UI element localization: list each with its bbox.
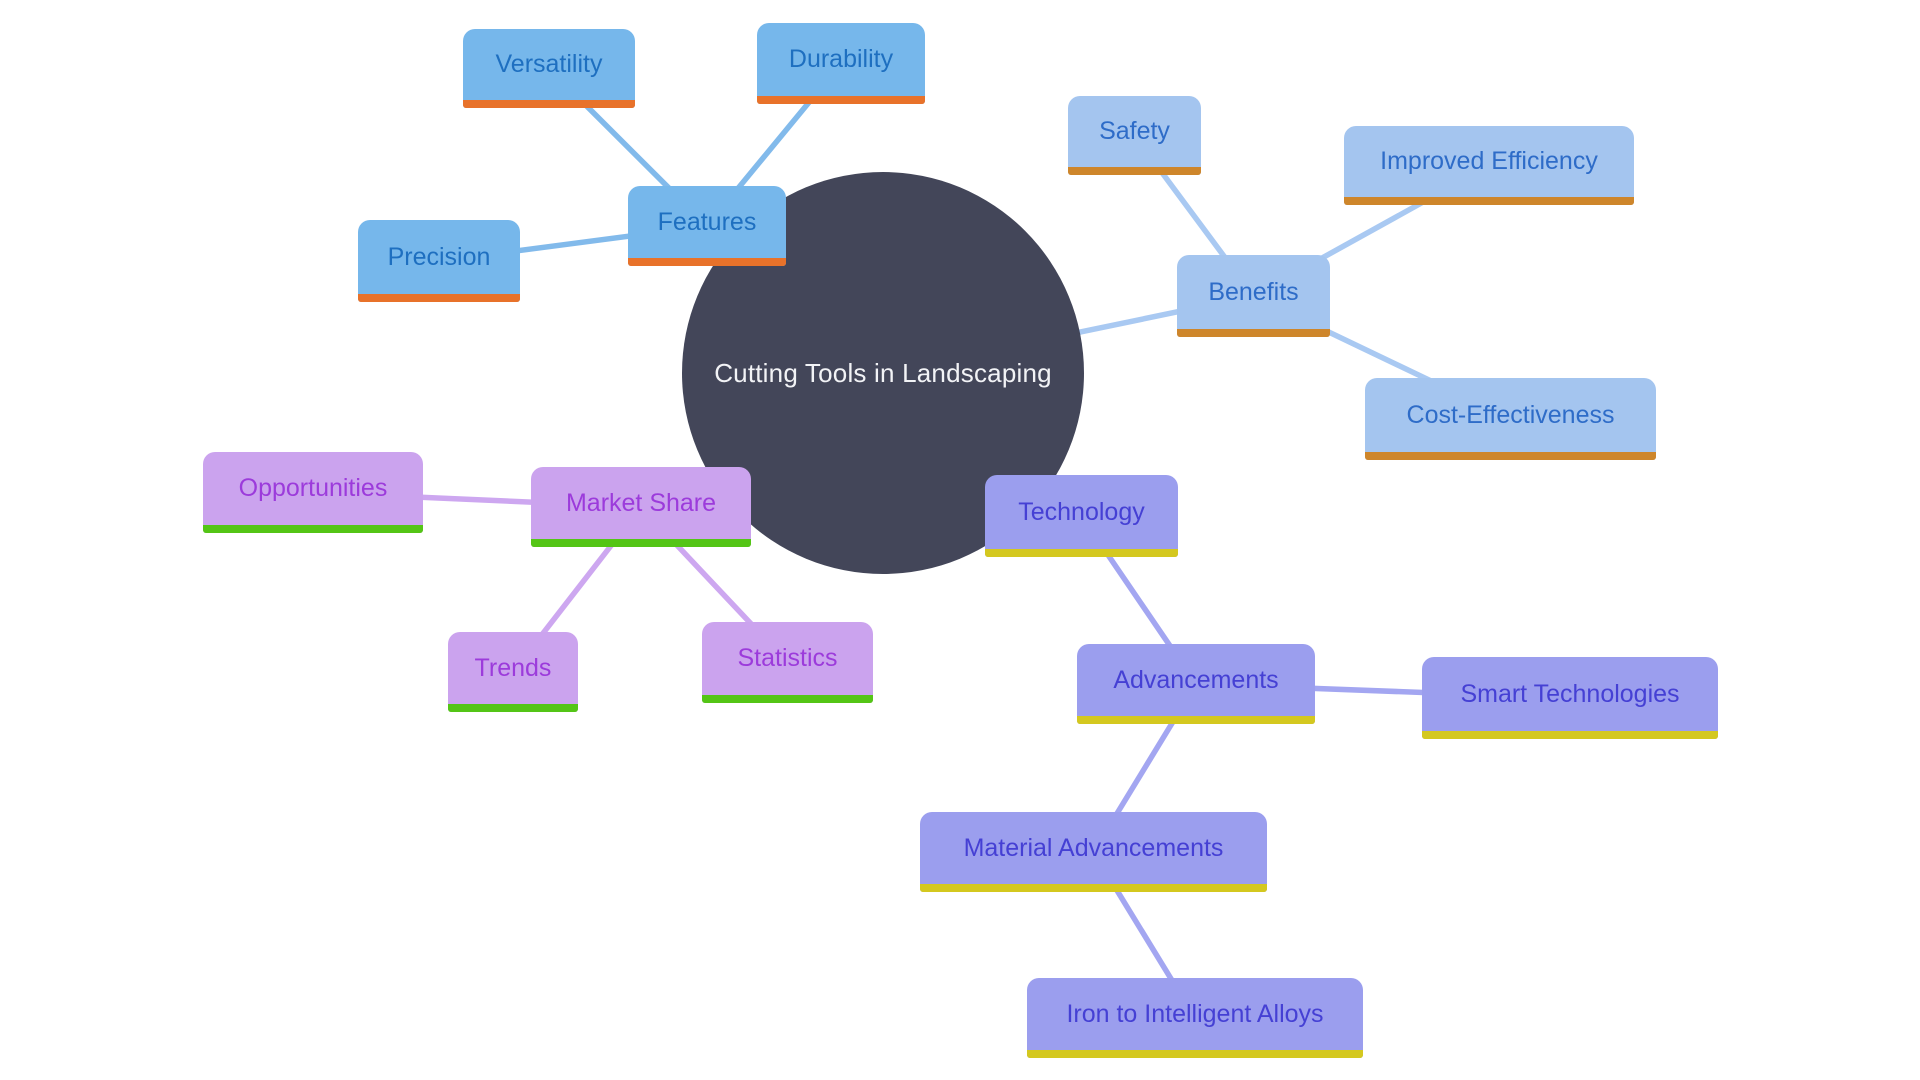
node-label-material: Material Advancements [963, 833, 1224, 862]
node-benefits[interactable]: Benefits [1177, 255, 1330, 337]
node-underline-tech [985, 549, 1178, 557]
node-statistics[interactable]: Statistics [702, 622, 873, 703]
node-label-statistics: Statistics [737, 644, 838, 672]
node-underline-improved [1344, 197, 1634, 205]
node-underline-smart [1422, 731, 1718, 739]
node-label-precision: Precision [387, 242, 491, 271]
node-label-benefits: Benefits [1208, 277, 1299, 306]
node-label-market: Market Share [565, 488, 717, 517]
node-label-tech: Technology [1018, 497, 1145, 526]
central-topic-label: Cutting Tools in Landscaping [714, 357, 1052, 388]
node-underline-features [628, 258, 786, 266]
node-cost[interactable]: Cost-Effectiveness [1365, 378, 1656, 460]
node-opportunities[interactable]: Opportunities [203, 452, 423, 533]
node-underline-precision [358, 294, 520, 302]
node-underline-cost [1365, 452, 1656, 460]
node-label-smart: Smart Technologies [1460, 679, 1680, 708]
node-material[interactable]: Material Advancements [920, 812, 1267, 892]
node-advancements[interactable]: Advancements [1077, 644, 1315, 724]
node-label-opportunities: Opportunities [238, 474, 388, 502]
node-label-safety: Safety [1099, 117, 1170, 145]
node-iron[interactable]: Iron to Intelligent Alloys [1027, 978, 1363, 1058]
node-underline-market [531, 539, 751, 547]
node-market[interactable]: Market Share [531, 467, 751, 547]
node-label-features: Features [657, 207, 757, 236]
node-features[interactable]: Features [628, 186, 786, 266]
node-trends[interactable]: Trends [448, 632, 578, 712]
node-smart[interactable]: Smart Technologies [1422, 657, 1718, 739]
node-safety[interactable]: Safety [1068, 96, 1201, 175]
node-underline-trends [448, 704, 578, 712]
node-improved[interactable]: Improved Efficiency [1344, 126, 1634, 205]
node-underline-iron [1027, 1050, 1363, 1058]
node-durability[interactable]: Durability [757, 23, 925, 104]
node-underline-benefits [1177, 329, 1330, 337]
node-label-cost: Cost-Effectiveness [1406, 400, 1615, 429]
node-precision[interactable]: Precision [358, 220, 520, 302]
node-versatility[interactable]: Versatility [463, 29, 635, 108]
node-label-durability: Durability [788, 45, 894, 73]
node-underline-versatility [463, 100, 635, 108]
node-label-iron: Iron to Intelligent Alloys [1066, 999, 1324, 1028]
node-underline-safety [1068, 167, 1201, 175]
node-underline-durability [757, 96, 925, 104]
node-underline-opportunities [203, 525, 423, 533]
node-label-versatility: Versatility [495, 50, 603, 78]
node-underline-material [920, 884, 1267, 892]
node-label-advancements: Advancements [1113, 665, 1279, 694]
node-underline-statistics [702, 695, 873, 703]
node-tech[interactable]: Technology [985, 475, 1178, 557]
node-underline-advancements [1077, 716, 1315, 724]
node-label-improved: Improved Efficiency [1380, 147, 1598, 175]
node-label-trends: Trends [474, 653, 552, 682]
